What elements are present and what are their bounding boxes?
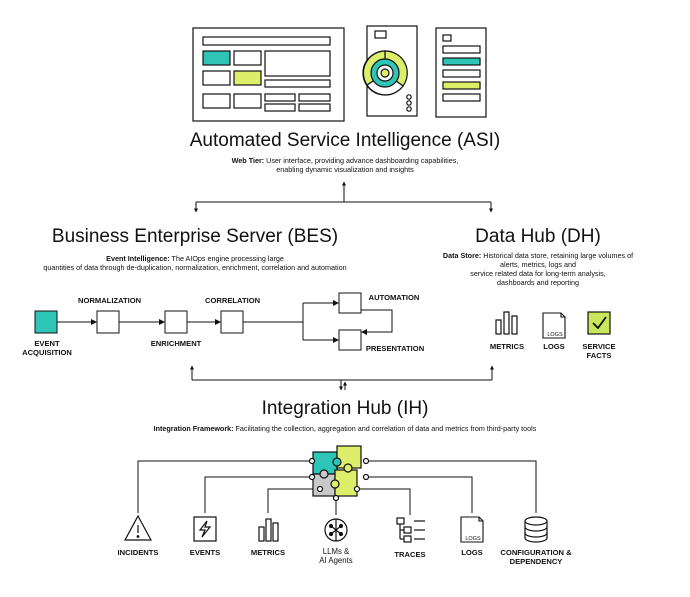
lightning-icon: [193, 516, 217, 542]
logs-file-icon: [460, 516, 484, 543]
asi-connector: [194, 181, 493, 213]
asi-description: Web Tier: User interface, providing adva…: [145, 156, 545, 174]
dh-service-facts-2: FACTS: [586, 351, 612, 360]
dh-metrics-label: METRICS: [489, 342, 525, 351]
ih-events-label: EVENTS: [189, 548, 221, 557]
bes-sub-line2: quantities of data through de-duplicatio…: [43, 263, 347, 272]
dh-sub-line3: service related data for long-term analy…: [470, 269, 606, 278]
normalization-box: [96, 310, 120, 334]
logs-file-icon: [542, 312, 566, 339]
dh-sub-bold: Data Store:: [442, 251, 482, 260]
dh-title: Data Hub (DH): [475, 226, 601, 247]
bes-description: Event Intelligence: The AIOps engine pro…: [25, 254, 365, 272]
bes-title: Business Enterprise Server (BES): [51, 226, 339, 247]
ih-llms-label: LLMs & AI Agents: [306, 547, 366, 565]
radar-mockup-icon: [362, 25, 418, 117]
ih-logs-icon-text: LOGS: [465, 536, 481, 542]
ih-branches: [137, 460, 537, 515]
bes-sub-bold: Event Intelligence:: [106, 254, 170, 263]
list-mockup-icon: [435, 27, 487, 118]
dh-description: Data Store: Historical data store, retai…: [433, 251, 643, 287]
correlation-label: CORRELATION: [205, 296, 261, 305]
brain-icon: [324, 518, 348, 542]
dh-sub-line1: Historical data store, retaining large v…: [481, 251, 634, 260]
asi-title: Automated Service Intelligence (ASI): [189, 130, 501, 151]
dh-logs-icon-text: LOGS: [547, 332, 563, 338]
presentation-label: PRESENTATION: [365, 344, 425, 353]
dh-service-facts-label: SERVICE FACTS: [575, 342, 623, 360]
ih-configuration-label-1: CONFIGURATION &: [500, 548, 572, 557]
normalization-label: NORMALIZATION: [78, 296, 142, 305]
database-icon: [524, 516, 548, 543]
asi-sub-line1: User interface, providing advance dashbo…: [264, 156, 459, 165]
automation-label: AUTOMATION: [368, 293, 420, 302]
enrichment-box: [164, 310, 188, 334]
ih-metrics-label: METRICS: [250, 548, 286, 557]
event-acquisition-label: EVENT ACQUISITION: [22, 339, 72, 357]
dh-sub-line4: dashboards and reporting: [497, 278, 579, 287]
dashboard-mockup-icon: [192, 27, 345, 122]
bar-chart-icon: [495, 311, 518, 335]
ih-sub-bold: Integration Framework:: [153, 424, 234, 433]
presentation-box: [338, 329, 362, 351]
enrichment-label: ENRICHMENT: [150, 339, 202, 348]
ih-connector: [190, 365, 494, 391]
ih-logs-label: LOGS: [461, 548, 483, 557]
ih-sub-line1: Facilitating the collection, aggregation…: [233, 424, 537, 433]
ih-title: Integration Hub (IH): [261, 398, 429, 419]
warning-icon: [123, 514, 153, 541]
correlation-box: [220, 310, 244, 334]
ih-configuration-label: CONFIGURATION & DEPENDENCY: [493, 548, 579, 566]
bes-sub-line1: The AIOps engine processing large: [169, 254, 284, 263]
traces-icon: [396, 517, 425, 543]
ih-incidents-label: INCIDENTS: [117, 548, 159, 557]
dh-logs-label: LOGS: [543, 342, 565, 351]
ih-configuration-label-2: DEPENDENCY: [509, 557, 563, 566]
event-acquisition-label-1: EVENT: [34, 339, 60, 348]
ih-llms-label-2: AI Agents: [319, 556, 353, 565]
checkmark-icon: [587, 311, 611, 335]
ih-description: Integration Framework: Facilitating the …: [95, 424, 595, 433]
puzzle-icon: [308, 445, 370, 502]
automation-box: [338, 292, 362, 314]
dh-service-facts-1: SERVICE: [582, 342, 616, 351]
asi-sub-line2: enabling dynamic visualization and insig…: [276, 165, 414, 174]
bes-pipeline: [34, 292, 393, 351]
ih-traces-label: TRACES: [394, 550, 426, 559]
event-acquisition-label-2: ACQUISITION: [22, 348, 72, 357]
bar-chart-icon: [258, 518, 279, 542]
asi-sub-bold: Web Tier:: [231, 156, 265, 165]
event-acquisition-box: [34, 310, 58, 334]
ih-llms-label-1: LLMs &: [322, 547, 350, 556]
dh-sub-line2: alerts, metrics, logs and: [500, 260, 576, 269]
